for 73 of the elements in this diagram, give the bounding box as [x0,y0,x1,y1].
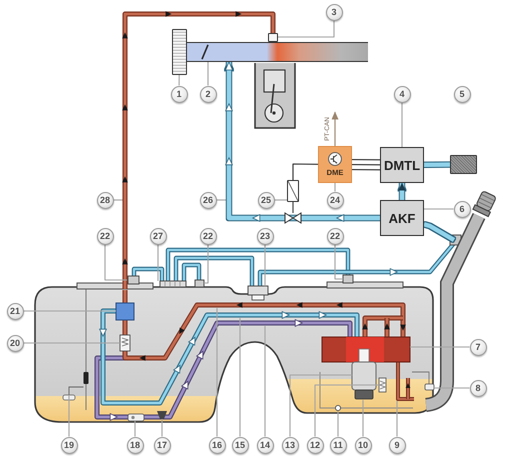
leader-line [204,244,209,284]
callout-number: 6 [454,200,470,218]
wire-bundle [351,159,381,170]
leader-line [289,374,352,436]
leader-line [104,244,127,281]
callout-number: 17 [154,436,170,454]
intake-pipe [187,42,368,62]
callout-number: 22 [96,228,114,244]
leader-line [239,318,241,436]
callout-number: 13 [282,436,298,454]
leader-line [68,395,70,436]
callout-number: 21 [6,302,24,320]
callout-number: 5 [454,86,470,102]
callout-number: 15 [232,436,248,454]
callout-number: 2 [200,86,216,102]
leader-line [264,326,266,436]
leader-line [424,208,454,210]
callout-number: 1 [170,86,188,102]
callout-number: 27 [150,228,166,244]
callout-number: 24 [326,192,344,208]
control-unit-box [318,146,352,183]
solenoid-symbol [287,180,299,202]
leader-line [178,75,180,86]
callout-number: 28 [96,192,114,208]
callout-number: 20 [6,334,24,352]
leader-line [24,342,120,344]
leader-line [161,419,163,436]
callout-number: 9 [388,436,406,454]
pipe [423,222,456,242]
callout-number: 3 [326,4,342,20]
pipe-arrow [398,182,406,200]
leader-line [157,244,159,281]
leader-line [274,199,287,201]
callout-number: 10 [354,436,372,454]
callout-number: 16 [208,436,226,454]
bus-line-arrow [332,112,338,146]
air-filter [172,29,187,75]
pipe [424,162,450,167]
callout-number: 4 [394,86,410,102]
leader-line [337,411,339,436]
leader-line [334,183,336,192]
leader-line [334,244,343,280]
leader-line [314,384,379,436]
leader-line [24,310,116,312]
callout-number: 7 [470,338,486,356]
module-box: AKF [380,200,424,236]
callout-number: 22 [326,228,344,244]
callout-number: 19 [60,436,78,454]
callout-number: 26 [200,192,216,208]
callout-number: 18 [126,436,144,454]
leader-line [216,199,226,201]
wire [292,163,318,180]
callout-number: 14 [256,436,274,454]
leader-line [401,102,403,147]
callout-number: 12 [306,436,324,454]
callout-number: 22 [200,228,216,244]
leader-line [216,308,218,436]
leader-line [264,244,266,286]
callout-number: 8 [470,380,486,396]
fuel-injector [268,33,278,42]
module-box: DMTL [380,147,424,183]
leader-line [396,401,398,436]
hatched-box [450,155,477,174]
purge-line [224,62,380,222]
leader-line [434,387,470,389]
leader-line [134,421,136,436]
leader-line [362,400,364,436]
leader-line [207,62,209,86]
callout-number: 11 [330,436,346,454]
callout-number: 23 [256,228,274,244]
leader-line [410,346,470,348]
leader-line [278,20,335,38]
callout-number: 25 [258,192,274,208]
